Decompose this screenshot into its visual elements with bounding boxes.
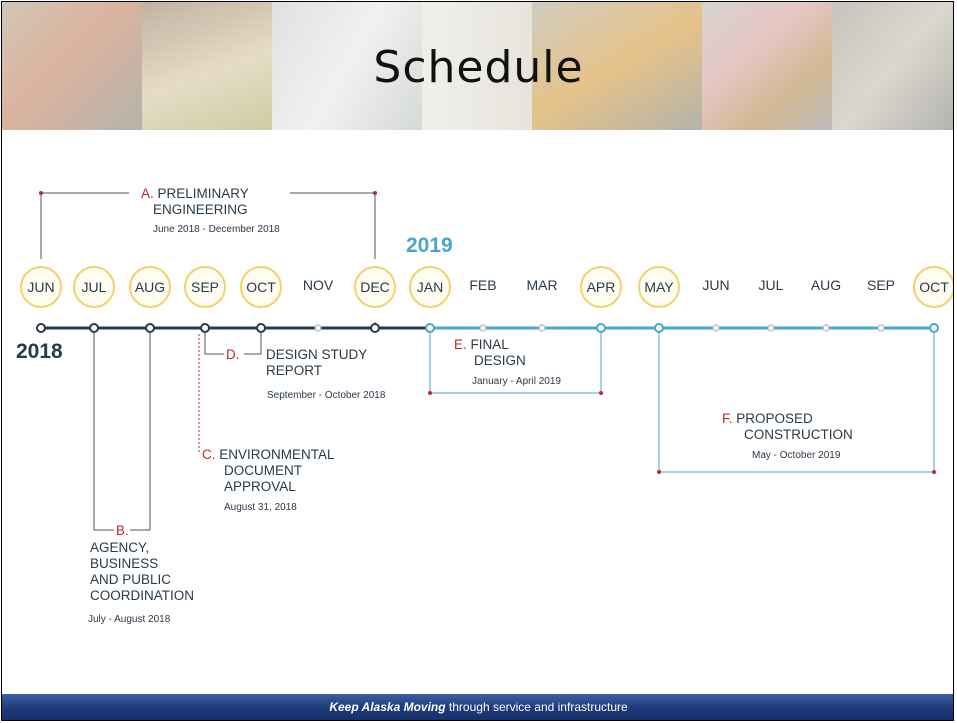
slide-title: Schedule (373, 42, 584, 93)
phase-c-line2: DOCUMENT (224, 463, 302, 478)
month-dec-6: DEC (354, 266, 396, 308)
timeline-dot-13 (767, 324, 775, 332)
phase-c-letter: C. (202, 447, 216, 462)
phase-f-dates: May - October 2019 (752, 450, 841, 461)
phase-e-dates: January - April 2019 (472, 376, 561, 387)
month-oct-16: OCT (913, 266, 953, 308)
phase-c-label: C. ENVIRONMENTAL DOCUMENT APPROVAL (202, 447, 335, 495)
phase-b-letter: B. (116, 523, 129, 538)
month-jun-0: JUN (20, 266, 62, 308)
phase-a-line2: ENGINEERING (153, 202, 248, 217)
year-2018-label: 2018 (16, 340, 63, 363)
phase-d-line2: REPORT (266, 363, 323, 378)
phase-b-line2: BUSINESS (90, 556, 159, 571)
bracket-f (658, 332, 935, 473)
banner-photo-road (272, 2, 422, 130)
bracket-e-end-dot-right (599, 391, 603, 395)
month-jul-13: JUL (758, 277, 784, 293)
timeline-dot-8 (479, 324, 487, 332)
phase-c-line1: ENVIRONMENTAL (215, 447, 335, 462)
timeline-dot-4 (256, 323, 266, 333)
phase-e-line1: FINAL (466, 337, 509, 352)
bracket-e (429, 332, 602, 394)
timeline-dot-1 (89, 323, 99, 333)
banner-photo-goggles (702, 2, 832, 130)
month-sep-3: SEP (184, 266, 226, 308)
banner-photo-worker-1 (2, 2, 142, 130)
banner-veil (2, 2, 953, 130)
banner-photo-worker-2 (142, 2, 272, 130)
timeline-dot-6 (370, 323, 380, 333)
timeline-dot-11 (654, 323, 664, 333)
month-jul-1: JUL (73, 266, 115, 308)
timeline-dot-7 (425, 323, 435, 333)
banner-photo-flagger (532, 2, 702, 130)
month-jan-7: JAN (409, 266, 451, 308)
phase-a-letter: A. (141, 186, 154, 201)
timeline-dot-12 (712, 324, 720, 332)
phase-b-line3: AND PUBLIC (90, 572, 172, 587)
month-jun-12: JUN (702, 277, 730, 293)
timeline-dot-14 (822, 324, 830, 332)
footer-slogan-bold: Keep Alaska Moving (329, 700, 446, 714)
month-may-11: MAY (638, 266, 680, 308)
bracket-f-start-dot (657, 470, 661, 474)
phase-a-label: A. PRELIMINARY ENGINEERING (141, 186, 249, 218)
bracket-b (93, 332, 151, 531)
phase-d-letter: D. (226, 347, 240, 362)
footer-bar: Keep Alaska Moving through service and i… (2, 694, 953, 720)
phase-d-dates: September - October 2018 (267, 390, 386, 401)
timeline-dot-10 (596, 323, 606, 333)
month-aug-14: AUG (810, 277, 842, 293)
month-oct-4: OCT (240, 266, 282, 308)
phase-f-line1: PROPOSED (732, 411, 813, 426)
timeline-dot-16 (929, 323, 939, 333)
phase-d-label: DESIGN STUDY REPORT (266, 347, 367, 379)
phase-e-line2: DESIGN (474, 353, 526, 368)
month-feb-8: FEB (469, 277, 497, 293)
bracket-f-end-dot (932, 470, 936, 474)
phase-b-line1: AGENCY, (90, 540, 150, 555)
banner-photo-rail (832, 2, 953, 130)
phase-c-line3: APPROVAL (224, 479, 296, 494)
month-sep-15: SEP (866, 277, 895, 293)
timeline-dot-5 (314, 324, 322, 332)
bracket-d (204, 332, 262, 355)
timeline-dot-2 (145, 323, 155, 333)
phase-d-line1: DESIGN STUDY (266, 347, 368, 362)
timeline-dot-3 (200, 323, 210, 333)
timeline-dot-9 (538, 324, 546, 332)
phase-f-line2: CONSTRUCTION (744, 427, 853, 442)
timeline-dot-15 (877, 324, 885, 332)
timeline-dot-0 (36, 323, 46, 333)
month-mar-9: MAR (526, 277, 558, 293)
bracket-a-end-dot (373, 191, 377, 195)
year-2019-label: 2019 (406, 234, 453, 257)
bracket-e-end-dot (428, 391, 432, 395)
phase-b-dates: July - August 2018 (88, 614, 171, 625)
month-apr-10: APR (580, 266, 622, 308)
footer-slogan-rest: through service and infrastructure (445, 700, 628, 714)
phase-f-letter: F. (722, 411, 733, 426)
phase-e-letter: E. (454, 337, 467, 352)
month-nov-5: NOV (302, 277, 334, 293)
month-aug-2: AUG (129, 266, 171, 308)
phase-b-label: AGENCY, BUSINESS AND PUBLIC COORDINATION (90, 540, 194, 604)
phase-a-dates: June 2018 - December 2018 (153, 224, 280, 235)
phase-c-dates: August 31, 2018 (224, 502, 297, 513)
phase-e-label: E. FINAL DESIGN (454, 337, 526, 369)
photo-banner: Schedule (2, 2, 953, 130)
phase-a-line1: PRELIMINARY (153, 186, 249, 201)
phase-b-line4: COORDINATION (90, 588, 194, 603)
phase-f-label: F. PROPOSED CONSTRUCTION (722, 411, 853, 443)
bracket-a-start-dot (39, 191, 43, 195)
